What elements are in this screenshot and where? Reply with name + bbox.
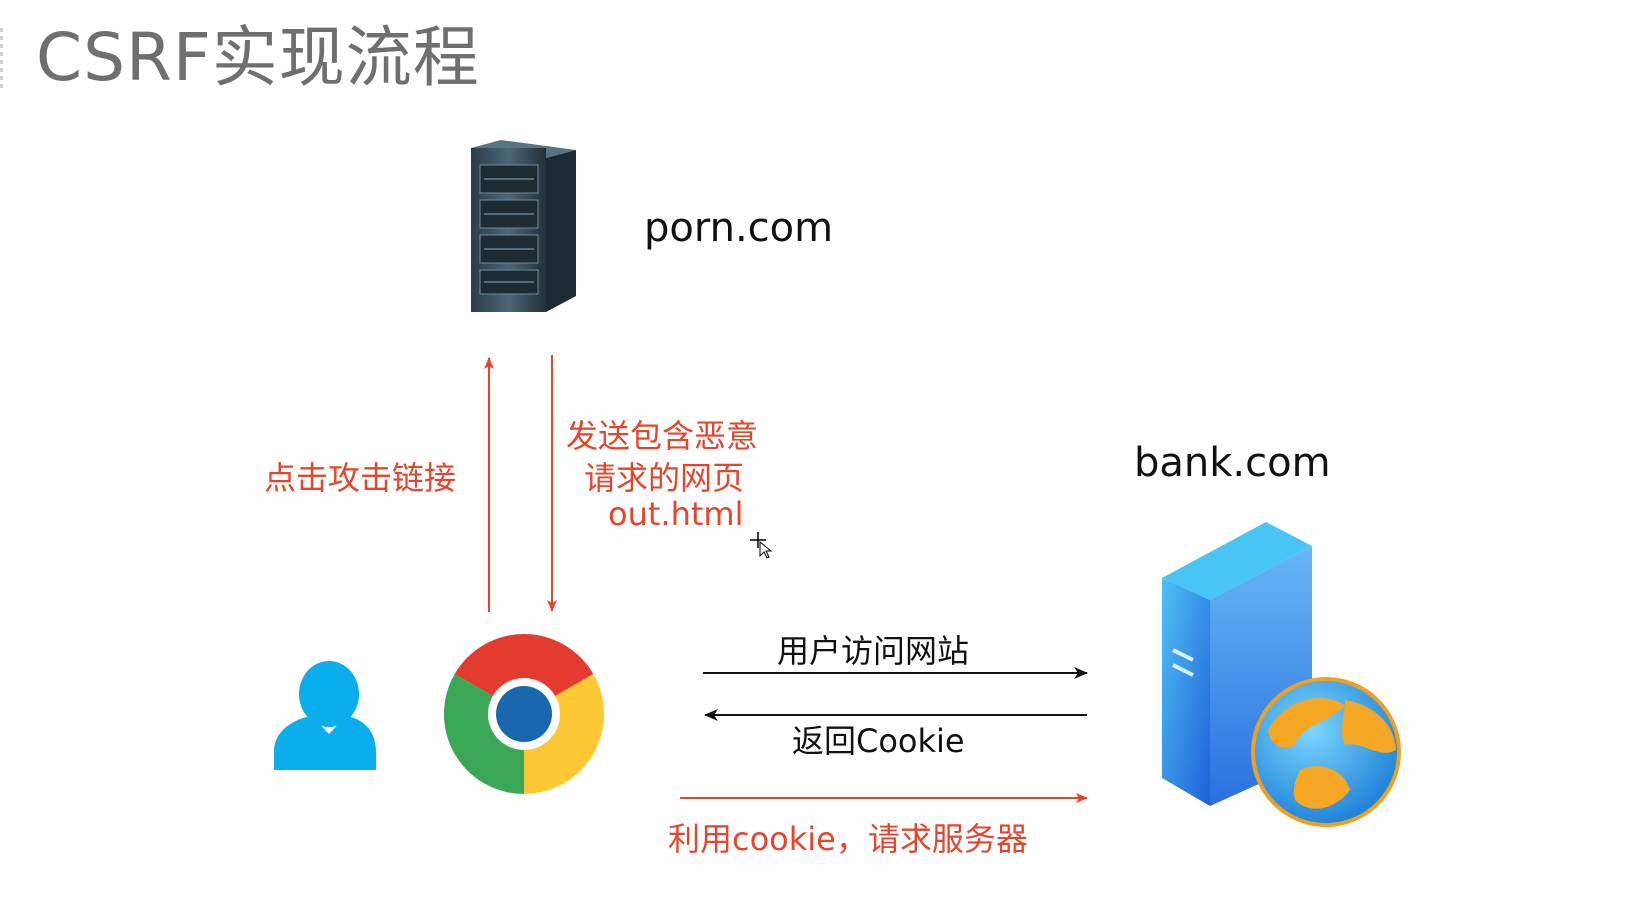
return-cookie-label: 返回Cookie xyxy=(792,722,965,760)
chrome-browser-icon xyxy=(443,633,605,794)
send-page-label-line2: 请求的网页 xyxy=(584,459,745,497)
server-rack-icon xyxy=(471,140,576,312)
use-cookie-label: 利用cookie，请求服务器 xyxy=(668,820,1028,858)
move-cursor-icon xyxy=(750,532,773,559)
porn-server-label: porn.com xyxy=(644,205,834,251)
slide-edge-marker xyxy=(0,28,3,90)
user-icon xyxy=(274,661,376,770)
send-page-label-line1: 发送包含恶意 xyxy=(566,417,759,455)
bank-server-label: bank.com xyxy=(1134,440,1331,486)
user-visit-label: 用户访问网站 xyxy=(777,632,970,670)
send-page-label-line3: out.html xyxy=(608,495,744,533)
page-title: CSRF实现流程 xyxy=(36,19,480,96)
web-server-globe-icon xyxy=(1162,522,1401,827)
click-link-label: 点击攻击链接 xyxy=(264,459,457,497)
